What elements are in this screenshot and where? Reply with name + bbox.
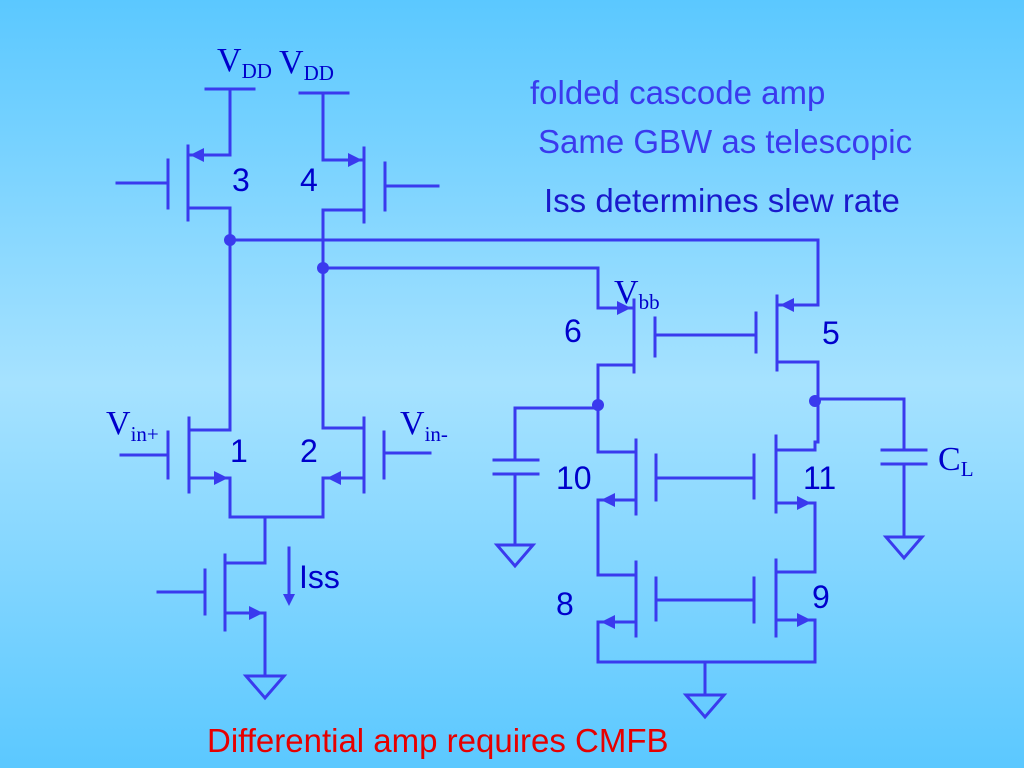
label-m6: 6 [564, 313, 582, 349]
title-note: folded cascode amp [530, 74, 825, 111]
slew-note: Iss determines slew rate [544, 182, 900, 219]
vdd-left-rail [204, 87, 256, 157]
vdd-left-label: VDD [217, 42, 272, 83]
transistor-m11 [752, 434, 817, 574]
transistor-m8 [596, 560, 658, 664]
fold-wires [224, 234, 820, 310]
label-m3: 3 [232, 162, 250, 198]
transistor-m10 [596, 438, 658, 577]
label-m5: 5 [822, 315, 840, 351]
transistor-m6 [596, 298, 657, 444]
cmfb-note: Differential amp requires CMFB [207, 722, 669, 759]
transistor-m9 [752, 558, 817, 664]
transistor-m4 [321, 146, 440, 392]
load-capacitor-cl [809, 395, 928, 561]
bottom-ground-rail [596, 660, 817, 720]
left-output-capacitor [492, 399, 604, 569]
vin-minus-label: Vin- [400, 405, 448, 446]
transistor-m3 [115, 144, 232, 392]
vdd-right-rail [298, 91, 350, 162]
tail-current-source [156, 515, 325, 701]
vbb-label: Vbb [614, 274, 660, 314]
label-m2: 2 [300, 433, 318, 469]
vin-plus-label: Vin+ [106, 405, 159, 446]
transistor-m2 [321, 388, 432, 519]
cl-label: CL [938, 441, 974, 481]
label-m8: 8 [556, 586, 574, 622]
vdd-right-label: VDD [279, 44, 334, 85]
iss-label: Iss [299, 559, 340, 595]
label-m9: 9 [812, 579, 830, 615]
gbw-note: Same GBW as telescopic [538, 123, 912, 160]
label-m4: 4 [300, 162, 318, 198]
transistor-m5 [754, 266, 820, 444]
label-m10: 10 [556, 460, 592, 496]
transistor-m1 [119, 388, 232, 519]
label-m1: 1 [230, 433, 248, 469]
label-m11: 11 [803, 460, 836, 496]
